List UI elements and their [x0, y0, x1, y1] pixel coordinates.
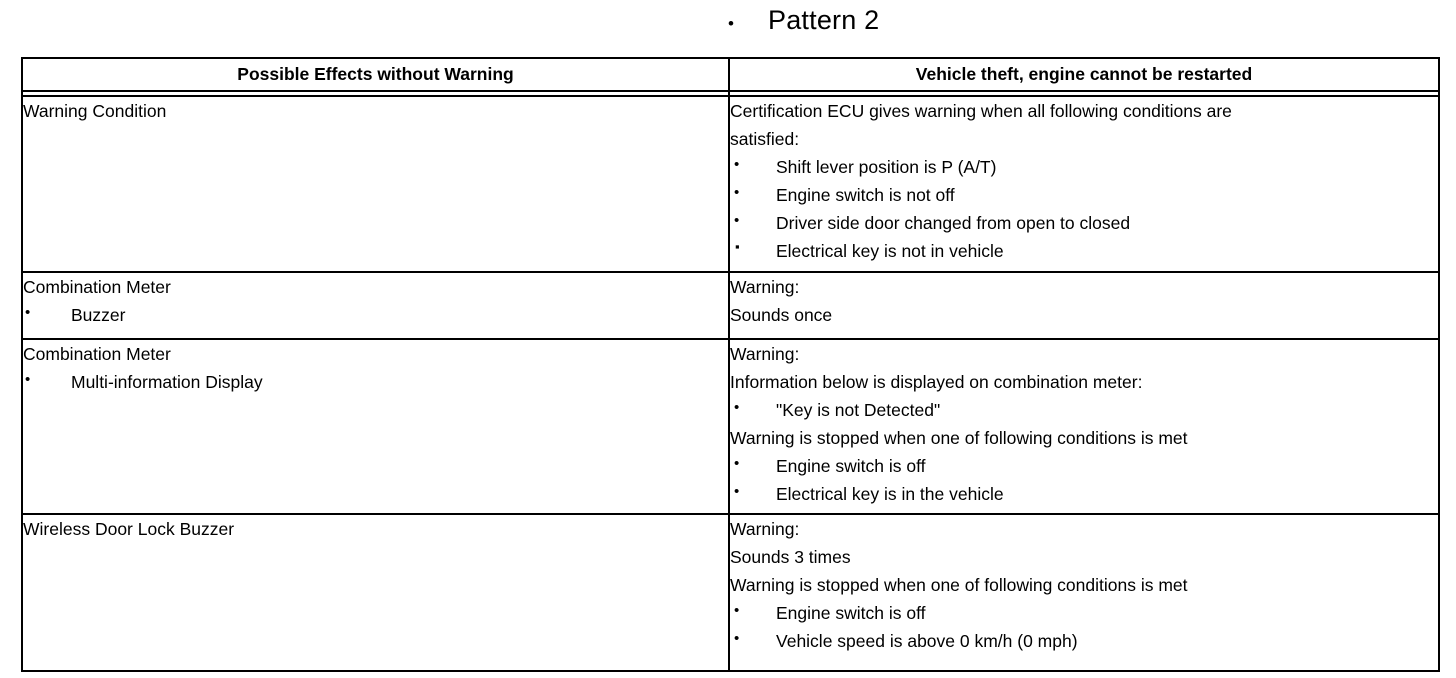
stop-condition-list: • Engine switch is off • Vehicle speed i… — [730, 599, 1438, 655]
table-header: Possible Effects without Warning Vehicle… — [21, 57, 1440, 92]
list-item: • Electrical key is in the vehicle — [730, 480, 1438, 508]
list-item-text: Driver side door changed from open to cl… — [776, 213, 1131, 233]
content-line: Warning: — [730, 277, 800, 297]
list-item: • "Key is not Detected" — [730, 396, 1438, 424]
list-item-text: Engine switch is off — [776, 456, 926, 476]
row-content-cell: Warning: Information below is displayed … — [728, 338, 1440, 515]
bullet-icon: • — [734, 184, 740, 201]
table-row: Combination Meter • Multi-information Di… — [21, 338, 1440, 515]
list-item: • Buzzer — [23, 301, 728, 329]
table-body: Warning Condition Certification ECU give… — [21, 91, 1440, 672]
list-item-text: Vehicle speed is above 0 km/h (0 mph) — [776, 631, 1078, 651]
table-row: Warning Condition Certification ECU give… — [21, 95, 1440, 273]
content-line: Warning: — [730, 344, 800, 364]
row-label-title: Combination Meter — [23, 277, 171, 297]
warning-patterns-table: Possible Effects without Warning Vehicle… — [21, 57, 1440, 672]
list-item: • Multi-information Display — [23, 368, 728, 396]
content-line: Warning is stopped when one of following… — [730, 428, 1188, 448]
row-label-cell: Combination Meter • Buzzer — [21, 271, 730, 340]
content-line: Warning: — [730, 519, 800, 539]
content-line: Warning is stopped when one of following… — [730, 575, 1188, 595]
list-item-text: Multi-information Display — [71, 372, 263, 392]
bullet-icon: • — [734, 630, 740, 647]
header-rule-right — [728, 91, 1440, 96]
column-header-condition: Vehicle theft, engine cannot be restarte… — [728, 57, 1440, 92]
list-item-text: Engine switch is off — [776, 603, 926, 623]
list-item: • Engine switch is off — [730, 452, 1438, 480]
content-line: Sounds 3 times — [730, 547, 851, 567]
content-line: satisfied: — [730, 129, 800, 149]
list-item-text: Shift lever position is P (A/T) — [776, 157, 997, 177]
row-label-title: Wireless Door Lock Buzzer — [23, 519, 235, 539]
column-header-effects: Possible Effects without Warning — [21, 57, 730, 92]
list-item: • Vehicle speed is above 0 km/h (0 mph) — [730, 627, 1438, 655]
page-title-text: Pattern 2 — [768, 5, 880, 35]
bullet-icon: • — [25, 371, 31, 388]
row-content-cell: Warning: Sounds once — [728, 271, 1440, 340]
content-line: Information below is displayed on combin… — [730, 372, 1143, 392]
display-message-list: • "Key is not Detected" — [730, 396, 1438, 424]
content-line: Sounds once — [730, 305, 833, 325]
bullet-icon: • — [25, 304, 31, 321]
bullet-icon: • — [734, 399, 740, 416]
list-item: • Driver side door changed from open to … — [730, 209, 1438, 237]
table-row: Wireless Door Lock Buzzer Warning: Sound… — [21, 513, 1440, 672]
bullet-icon: • — [734, 483, 740, 500]
row-label-cell: Wireless Door Lock Buzzer — [21, 513, 730, 672]
list-item: • Shift lever position is P (A/T) — [730, 153, 1438, 181]
row-content-cell: Certification ECU gives warning when all… — [728, 95, 1440, 273]
row-label-sublist: • Multi-information Display — [23, 368, 728, 396]
bullet-square-icon: ▪ — [735, 239, 740, 254]
row-label-cell: Warning Condition — [21, 95, 730, 273]
row-label-title: Warning Condition — [23, 101, 167, 121]
header-double-rule — [21, 91, 1440, 96]
bullet-icon: • — [734, 455, 740, 472]
list-item: ▪ Electrical key is not in vehicle — [730, 237, 1438, 265]
list-item-text: Buzzer — [71, 305, 126, 325]
bullet-icon: • — [734, 602, 740, 619]
list-item-text: Electrical key is in the vehicle — [776, 484, 1004, 504]
list-item: • Engine switch is off — [730, 599, 1438, 627]
bullet-icon: • — [728, 14, 734, 33]
bullet-icon: • — [734, 156, 740, 173]
page-title: • Pattern 2 — [728, 5, 880, 36]
list-item-text: "Key is not Detected" — [776, 400, 941, 420]
content-line: Certification ECU gives warning when all… — [730, 101, 1232, 121]
stop-condition-list: • Engine switch is off • Electrical key … — [730, 452, 1438, 508]
table-header-row: Possible Effects without Warning Vehicle… — [21, 57, 1440, 92]
row-label-title: Combination Meter — [23, 344, 171, 364]
row-label-cell: Combination Meter • Multi-information Di… — [21, 338, 730, 515]
row-content-cell: Warning: Sounds 3 times Warning is stopp… — [728, 513, 1440, 672]
list-item: • Engine switch is not off — [730, 181, 1438, 209]
condition-list: • Shift lever position is P (A/T) • Engi… — [730, 153, 1438, 265]
list-item-text: Electrical key is not in vehicle — [776, 241, 1004, 261]
header-rule-left — [21, 91, 730, 96]
bullet-icon: • — [734, 212, 740, 229]
list-item-text: Engine switch is not off — [776, 185, 955, 205]
table-row: Combination Meter • Buzzer Warning: Soun… — [21, 271, 1440, 340]
row-label-sublist: • Buzzer — [23, 301, 728, 329]
